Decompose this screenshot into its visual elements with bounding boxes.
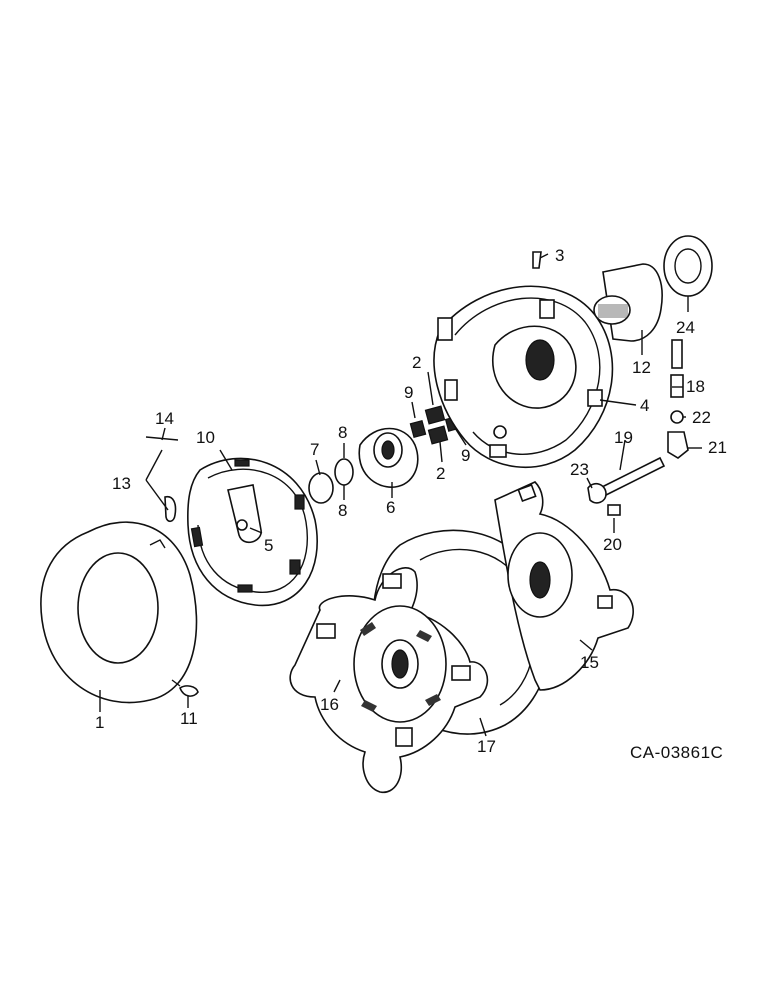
part-6-release-sleeve: [358, 427, 419, 488]
part-1-facing-ring: [40, 521, 198, 704]
callout-12: 12: [632, 358, 651, 377]
part-4-pressure-plate: [433, 285, 614, 469]
part-7-8-snap-rings: [308, 458, 354, 504]
callout-13: 13: [112, 474, 131, 493]
part-11-spring: [179, 685, 199, 697]
callout-11: 11: [180, 709, 198, 728]
diagram-code: CA-03861C: [630, 743, 723, 762]
callout-23: 23: [570, 460, 589, 479]
part-12-release-bearing: [593, 263, 663, 342]
callout-14: 14: [155, 409, 174, 428]
callout-8b: 8: [338, 501, 347, 520]
callout-7: 7: [310, 440, 319, 459]
callout-5: 5: [264, 536, 273, 555]
callout-9a: 9: [404, 383, 413, 402]
part-3-clip: [532, 251, 542, 269]
callout-2b: 2: [436, 464, 445, 483]
part-10-cover-plate: [187, 457, 318, 607]
callout-15: 15: [580, 653, 599, 672]
callout-17: 17: [477, 737, 496, 756]
callout-8a: 8: [338, 423, 347, 442]
callout-4: 4: [640, 396, 649, 415]
callout-2a: 2: [412, 353, 421, 372]
callout-24: 24: [676, 318, 695, 337]
callout-18: 18: [686, 377, 705, 396]
part-24-washer: [663, 235, 713, 297]
part-15-clutch-disc: [494, 481, 634, 691]
callout-10: 10: [196, 428, 215, 447]
callout-6: 6: [386, 498, 395, 517]
callout-16: 16: [320, 695, 339, 714]
callouts: 1 2 2 3 4 5 6 7 8 8 9 9 10 11 12 13 14 1…: [95, 246, 727, 756]
callout-1: 1: [95, 713, 104, 732]
callout-19: 19: [614, 428, 633, 447]
callout-3: 3: [555, 246, 564, 265]
part-16-clutch-disc: [289, 567, 489, 793]
callout-21: 21: [708, 438, 727, 457]
fittings-18-23: [587, 339, 689, 516]
callout-9b: 9: [461, 446, 470, 465]
callout-20: 20: [603, 535, 622, 554]
callout-22: 22: [692, 408, 711, 427]
part-13-14-pins: [145, 436, 179, 523]
leader-lines: [99, 253, 702, 737]
